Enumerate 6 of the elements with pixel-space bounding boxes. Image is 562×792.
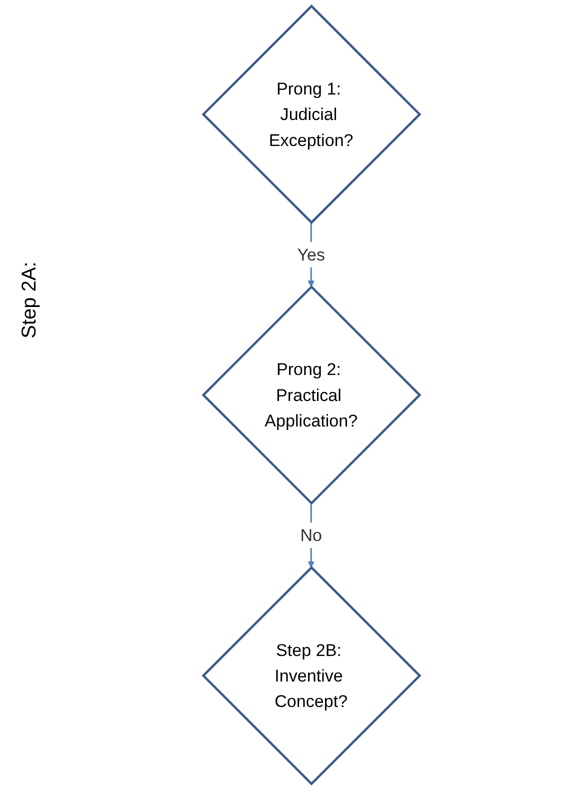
edge-label: No	[300, 526, 322, 546]
node-diamond: Step 2B: Inventive Concept?	[201, 566, 421, 786]
node-diamond: Prong 1: Judicial Exception?	[201, 4, 421, 224]
edge-label: Yes	[296, 244, 325, 264]
bracket-label: Step 2A:	[18, 262, 42, 338]
node-diamond: Prong 2: Practical Application?	[201, 285, 421, 505]
